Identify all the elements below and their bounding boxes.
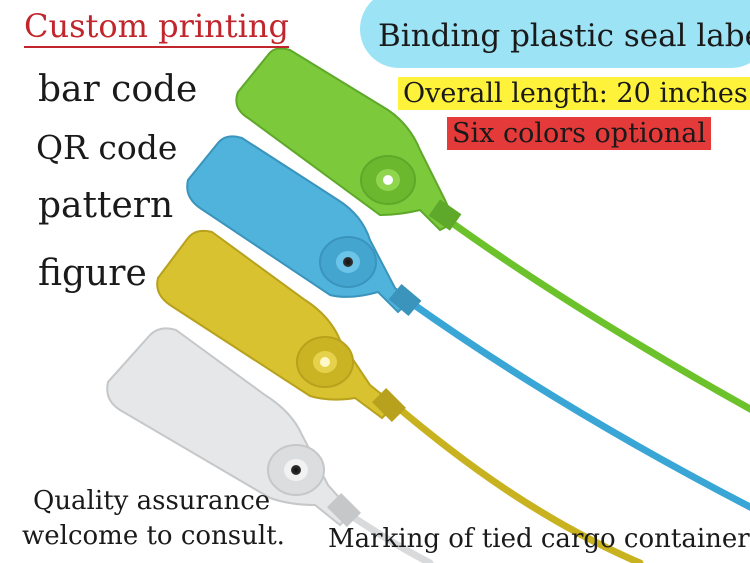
feature-pattern: pattern [38, 185, 174, 226]
quality-text: Quality assurance [33, 486, 271, 516]
green-strap [451, 221, 750, 413]
consult-text: welcome to consult. [22, 521, 285, 551]
yellow-seal-tag [156, 229, 406, 422]
marking-text: Marking of tied cargo containers [328, 524, 750, 554]
feature-figure: figure [38, 253, 147, 294]
colors-label: Six colors optional [447, 117, 711, 150]
white-seal-tag [106, 327, 361, 527]
feature-qr-code: QR code [36, 128, 178, 167]
white-strap [346, 511, 434, 563]
product-title: Binding plastic seal label [378, 18, 750, 54]
blue-strap [406, 298, 750, 511]
blue-seal-tag [186, 135, 422, 317]
title-banner [360, 0, 750, 68]
feature-bar-code: bar code [38, 69, 198, 110]
yellow-strap [391, 401, 644, 563]
green-seal-tag [235, 47, 462, 232]
length-label: Overall length: 20 inches [398, 77, 750, 110]
custom-printing-heading: Custom printing [24, 8, 289, 48]
